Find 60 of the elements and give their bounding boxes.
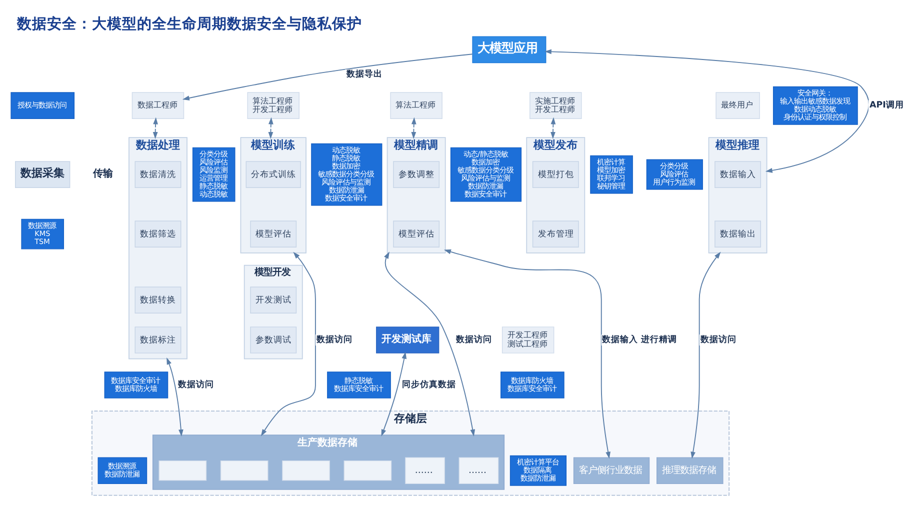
arrow xyxy=(182,53,473,100)
node-box: 数据溯源 数据防泄漏 xyxy=(98,456,148,484)
node-box: 数据输出 xyxy=(714,220,761,247)
arrow xyxy=(690,251,721,458)
node-box: 数据采集 xyxy=(15,160,70,188)
node-box: 推理数据存储 xyxy=(656,456,724,484)
diagram-title: 数据安全：大模型的全生命周期数据安全与隐私保护 xyxy=(16,16,362,32)
edge-label: 数据访问 xyxy=(178,379,214,390)
node-box: 数据库安全审计 数据库防火墙 xyxy=(104,371,168,398)
edge-label: 数据访问 xyxy=(456,334,492,344)
node-box: 数据清洗 xyxy=(134,160,182,188)
node-box xyxy=(344,460,392,480)
edge-label: 同步仿真数据 xyxy=(402,379,456,390)
edge-label: 数据输入 进行精调 xyxy=(602,334,678,344)
node-box xyxy=(158,460,207,480)
node-box: 授权与数据访问 xyxy=(10,92,75,119)
node-box: ...... xyxy=(405,456,445,484)
arrow xyxy=(411,116,416,138)
node-box: 动态脱敏 静态脱敏 数据加密 敏感数据分类分级 风险评估与监测 数据防泄漏 数据安全审计 xyxy=(311,142,382,206)
node-box: 分布式训练 xyxy=(246,160,301,188)
node-box: 分类分级 风险评估 用户行为监测 xyxy=(646,158,703,190)
edge-label: 数据访问 xyxy=(316,334,353,344)
node-box: ...... xyxy=(458,456,499,484)
arrow xyxy=(268,116,274,138)
node-box: 发布管理 xyxy=(532,220,579,247)
node-box: 开发测试 xyxy=(250,286,297,314)
node-box: 模型评估 xyxy=(393,220,440,247)
node-box: 数据筛选 xyxy=(134,220,182,247)
arrow xyxy=(384,251,476,436)
node-box: 数据转换 xyxy=(134,286,182,314)
node-box: 动态/静态脱敏 数据加密 敏感数据分类分级 风险评估与监测 数据防泄漏 数据安全审计 xyxy=(450,146,522,202)
edge-label: 数据导出 xyxy=(346,69,382,80)
node-box: 静态脱敏 数据库安全审计 xyxy=(327,371,391,398)
label: 传输 xyxy=(93,168,114,180)
node-box: 参数调试 xyxy=(250,326,297,353)
node-box: 客户侧行业数据 xyxy=(573,456,650,484)
node-box: 模型评估 xyxy=(250,220,297,247)
node-box: 数据库防火墙 数据库安全审计 xyxy=(500,371,564,398)
node-box: 大模型应用 xyxy=(472,36,546,63)
node-box: 模型打包 xyxy=(532,160,579,188)
node-box: 数据输入 xyxy=(714,160,761,188)
node-box: 机密计算 模型加密 联邦学习 秘钥管理 xyxy=(590,154,633,194)
node-box: 安全网关： 输入输出敏感数据发现 数据动态脱敏 身份认证与权限控制 xyxy=(772,86,858,124)
edge-label: API调用 xyxy=(869,100,904,110)
node-box: 分类分级 风险评估 风险监测 运营管理 静态脱敏 动态脱敏 xyxy=(192,146,236,202)
node-box: 参数调整 xyxy=(393,160,440,188)
arrow xyxy=(260,251,316,436)
arrow xyxy=(550,116,556,138)
node-box xyxy=(282,460,330,480)
node-box: 开发测试库 xyxy=(376,326,440,353)
node-box: 数据溯源 KMS TSM xyxy=(21,218,64,249)
node-box xyxy=(220,460,268,480)
edge-label: 数据访问 xyxy=(700,334,736,344)
node-box: 数据标注 xyxy=(134,326,182,353)
arrow xyxy=(544,48,870,172)
arrow xyxy=(166,357,184,436)
arrow xyxy=(152,116,158,138)
arrow xyxy=(381,351,407,436)
arrow xyxy=(444,248,610,458)
node-box: 机密计算平台 数据隔离 数据防泄漏 xyxy=(510,454,567,486)
